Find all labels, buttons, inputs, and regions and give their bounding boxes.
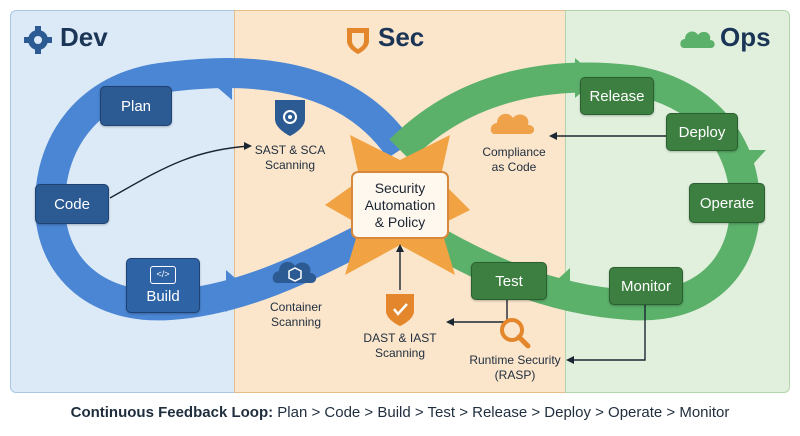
central-line-1: Security <box>374 179 426 196</box>
dev-title-text: Dev <box>60 22 108 52</box>
sast-line-2: Scanning <box>264 158 316 172</box>
arrowhead <box>244 142 252 150</box>
code-brackets-icon: </> <box>150 266 176 284</box>
operate-label: Operate <box>699 194 755 212</box>
dast-line-1: DAST & IAST <box>363 331 437 345</box>
runtime-line-2: (RASP) <box>494 368 536 382</box>
code-to-sast-arrow <box>109 145 251 199</box>
monitor-stage: Monitor <box>609 267 683 305</box>
security-automation-policy-box: Security Automation & Policy <box>351 171 449 239</box>
shield-gear-icon <box>275 100 305 136</box>
dast-label: DAST & IAST Scanning <box>352 331 448 361</box>
test-to-dast-arrow <box>452 300 508 323</box>
ops-title: Ops <box>680 22 771 53</box>
test-label: Test <box>495 272 523 290</box>
container-line-1: Container <box>269 300 323 314</box>
sast-label: SAST & SCA Scanning <box>240 143 340 173</box>
plan-label: Plan <box>120 97 152 115</box>
operate-stage: Operate <box>689 183 765 223</box>
release-stage: Release <box>580 77 654 115</box>
caption-sequence: Plan > Code > Build > Test > Release > D… <box>277 404 730 421</box>
build-label: Build <box>146 288 180 305</box>
caption: Continuous Feedback Loop: Plan > Code > … <box>0 404 800 421</box>
runtime-label: Runtime Security (RASP) <box>456 353 574 383</box>
deploy-label: Deploy <box>678 123 726 141</box>
shield-check-icon <box>386 294 414 326</box>
arrowhead <box>566 356 574 364</box>
release-label: Release <box>589 87 645 105</box>
central-line-2: Automation <box>364 196 436 213</box>
code-stage: Code <box>35 184 109 224</box>
code-label: Code <box>54 195 90 213</box>
monitor-label: Monitor <box>620 277 672 295</box>
test-stage: Test <box>471 262 547 300</box>
compliance-label: Compliance as Code <box>465 145 563 175</box>
central-line-3: & Policy <box>374 213 426 230</box>
dev-title: Dev <box>24 22 108 53</box>
sast-line-1: SAST & SCA <box>254 143 326 157</box>
arrowhead <box>549 132 557 140</box>
cloud-cube-icon <box>272 261 317 283</box>
compliance-line-1: Compliance <box>482 145 546 159</box>
runtime-line-1: Runtime Security <box>469 353 561 367</box>
cloud-icon <box>680 31 715 48</box>
dev-arrow-head <box>210 62 232 100</box>
container-label: Container Scanning <box>250 300 342 330</box>
magnifier-icon <box>500 318 531 349</box>
plan-stage: Plan <box>100 86 172 126</box>
ops-arrow-head <box>726 150 766 172</box>
cloud-icon <box>490 113 535 134</box>
arrowhead <box>396 244 404 252</box>
arrowhead <box>446 318 454 326</box>
deploy-stage: Deploy <box>666 113 738 151</box>
monitor-to-runtime-arrow <box>572 305 646 361</box>
dast-line-2: Scanning <box>374 346 426 360</box>
compliance-line-2: as Code <box>491 160 537 174</box>
sec-title-text: Sec <box>378 22 425 52</box>
container-line-2: Scanning <box>270 315 322 329</box>
shield-icon <box>347 28 369 54</box>
sec-title: Sec <box>344 22 424 53</box>
ops-title-text: Ops <box>720 22 771 52</box>
gear-icon <box>24 26 52 54</box>
dev-arrow-head <box>226 270 250 312</box>
ops-arrow-head <box>546 268 570 310</box>
build-stage: </> Build <box>126 258 200 313</box>
caption-prefix: Continuous Feedback Loop: <box>70 404 274 421</box>
